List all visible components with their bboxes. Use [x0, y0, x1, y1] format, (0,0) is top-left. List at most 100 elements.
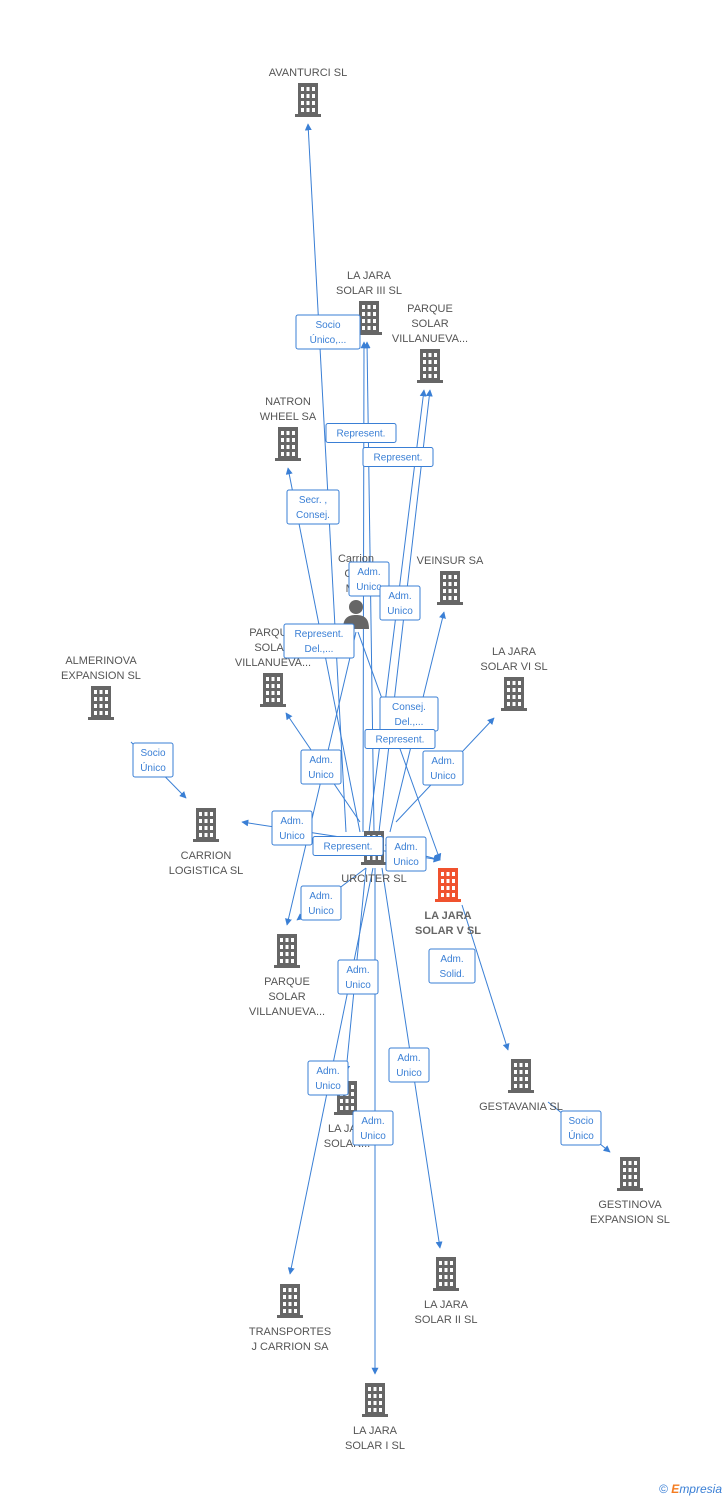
edge-label-text: Represent.: [376, 735, 425, 746]
edge-label-urciter-to-jara_iv[interactable]: Adm. Unico: [337, 959, 379, 995]
edge-label-box: [271, 810, 313, 846]
edge-label-urciter-to-psv_top[interactable]: Represent.: [362, 447, 434, 467]
node-carrion_log[interactable]: CARRION LOGISTICA SL: [169, 808, 244, 877]
edge-label-urciter-to-psv_bot[interactable]: Adm.Unico: [300, 885, 342, 921]
edge-label-text: Adm.: [388, 591, 411, 602]
node-avanturci[interactable]: AVANTURCI SL: [269, 67, 347, 117]
edge-label-urciter-to-avanturci[interactable]: SocioÚnico,...: [295, 314, 361, 350]
node-label: LA JARA: [492, 646, 537, 658]
node-label: SOLAR: [268, 991, 305, 1003]
edge-label-text: Unico: [360, 1131, 386, 1142]
edge-label-urciter-to-carrion_log[interactable]: Adm.Unico: [271, 810, 313, 846]
node-label: SOLAR: [411, 318, 448, 330]
edge-label-urciter-to-jara2[interactable]: Adm. Unico: [388, 1047, 430, 1083]
edge-label-text: Represent.: [324, 842, 373, 853]
edge-label-text: Solid.: [439, 969, 464, 980]
building-icon: [88, 686, 114, 720]
node-gestavania[interactable]: GESTAVANIA SL: [479, 1059, 563, 1113]
node-label: AVANTURCI SL: [269, 67, 347, 79]
edge-label-text: Adm.: [397, 1053, 420, 1064]
node-veinsur[interactable]: VEINSUR SA: [417, 555, 484, 605]
node-label: URCITER SL: [341, 873, 406, 885]
node-label: SOLAR V SL: [415, 925, 481, 937]
edge-label-jara5-to-gestavania[interactable]: Adm.Solid.: [428, 948, 476, 984]
edge-label-urciter-to-jara3[interactable]: Adm. Unico: [379, 585, 421, 621]
node-label: J CARRION SA: [251, 1341, 329, 1353]
edge-labels-layer: SocioÚnico,...Represent.Represent.Secr. …: [132, 314, 602, 1146]
node-psv_top[interactable]: PARQUE SOLAR VILLANUEVA...: [392, 303, 468, 383]
building-icon: [617, 1157, 643, 1191]
edge-label-carrion_person-to-psv_bot[interactable]: Represent.Del.,...: [283, 623, 355, 659]
edge-line-jara5-to-gestavania: [461, 904, 510, 1051]
node-label: GESTINOVA: [598, 1199, 662, 1211]
edge-label-text: Unico: [387, 606, 413, 617]
edge-label-urciter-to-psv_top[interactable]: Adm.Unico: [348, 561, 390, 597]
node-jara1[interactable]: LA JARA SOLAR I SL: [345, 1383, 405, 1452]
edge-label-box: [300, 749, 342, 785]
edge-label-box: [422, 750, 464, 786]
node-label: GESTAVANIA SL: [479, 1101, 563, 1113]
building-icon: [193, 808, 219, 842]
edge-label-text: Unico: [308, 906, 334, 917]
edge-label-urciter-to-jara3[interactable]: Represent.: [325, 423, 397, 443]
edge-label-box: [388, 1047, 430, 1083]
edge-label-text: Socio: [568, 1116, 593, 1127]
edge-label-urciter-to-jara5[interactable]: Represent.: [312, 836, 384, 856]
node-label: LA JARA: [347, 270, 392, 282]
edge-label-carrion_person-to-natron[interactable]: Secr. ,Consej.: [286, 489, 340, 525]
edge-label-text: Unico: [396, 1068, 422, 1079]
edge-label-text: Adm.: [357, 567, 380, 578]
node-label: SOLAR I SL: [345, 1440, 405, 1452]
edge-label-box: [362, 447, 434, 467]
edge-label-urciter-to-transportes[interactable]: Adm.Unico: [307, 1060, 349, 1096]
edge-label-box: [348, 561, 390, 597]
node-label: LOGISTICA SL: [169, 865, 244, 877]
edge-label-text: Unico: [430, 771, 456, 782]
node-label: TRANSPORTES: [249, 1326, 331, 1338]
edge-label-urciter-to-veinsur[interactable]: Consej.Del.,...: [379, 696, 439, 732]
edge-label-urciter-to-jara5[interactable]: Adm.Unico: [385, 836, 427, 872]
edge-label-text: Único,...: [310, 333, 347, 346]
edge-label-urciter-to-jara6[interactable]: Adm.Unico: [422, 750, 464, 786]
node-label: LA JARA: [353, 1425, 398, 1437]
edge-label-urciter-to-psv_mid[interactable]: Adm. Unico: [300, 749, 342, 785]
brand-logo-text: mpresia: [679, 1482, 722, 1496]
node-label: SOLAR III SL: [336, 285, 402, 297]
edge-label-text: Único: [140, 761, 166, 774]
edge-label-text: Unico: [308, 770, 334, 781]
node-label: SOLAR: [254, 642, 291, 654]
node-psv_bot[interactable]: PARQUESOLARVILLANUEVA...: [249, 934, 325, 1018]
edge-label-urciter-to-jara1[interactable]: Adm.Unico: [352, 1110, 394, 1146]
node-transportes[interactable]: TRANSPORTES J CARRION SA: [249, 1284, 331, 1353]
building-icon: [274, 934, 300, 968]
node-urciter[interactable]: URCITER SL: [341, 831, 407, 885]
edge-label-box: [325, 423, 397, 443]
building-icon: [508, 1059, 534, 1093]
node-label: PARQUE: [407, 303, 453, 315]
edge-label-text: Adm.: [309, 755, 332, 766]
building-icon: [275, 427, 301, 461]
edge-label-text: Unico: [345, 980, 371, 991]
building-icon: [435, 868, 461, 902]
node-label: EXPANSION SL: [61, 670, 141, 682]
edge-label-box: [283, 623, 355, 659]
edge-label-text: Unico: [393, 857, 419, 868]
edge-label-text: Adm.: [346, 965, 369, 976]
node-label: CARRION: [181, 850, 232, 862]
node-jara3[interactable]: LA JARA SOLAR III SL: [336, 270, 402, 335]
edge-label-text: Del.,...: [395, 717, 424, 728]
building-icon: [437, 571, 463, 605]
node-label: VILLANUEVA...: [392, 333, 468, 345]
edge-label-urciter-to-jara5[interactable]: Represent.: [364, 729, 436, 749]
edge-label-text: Adm.: [280, 816, 303, 827]
edge-label-text: Secr. ,: [299, 495, 327, 506]
